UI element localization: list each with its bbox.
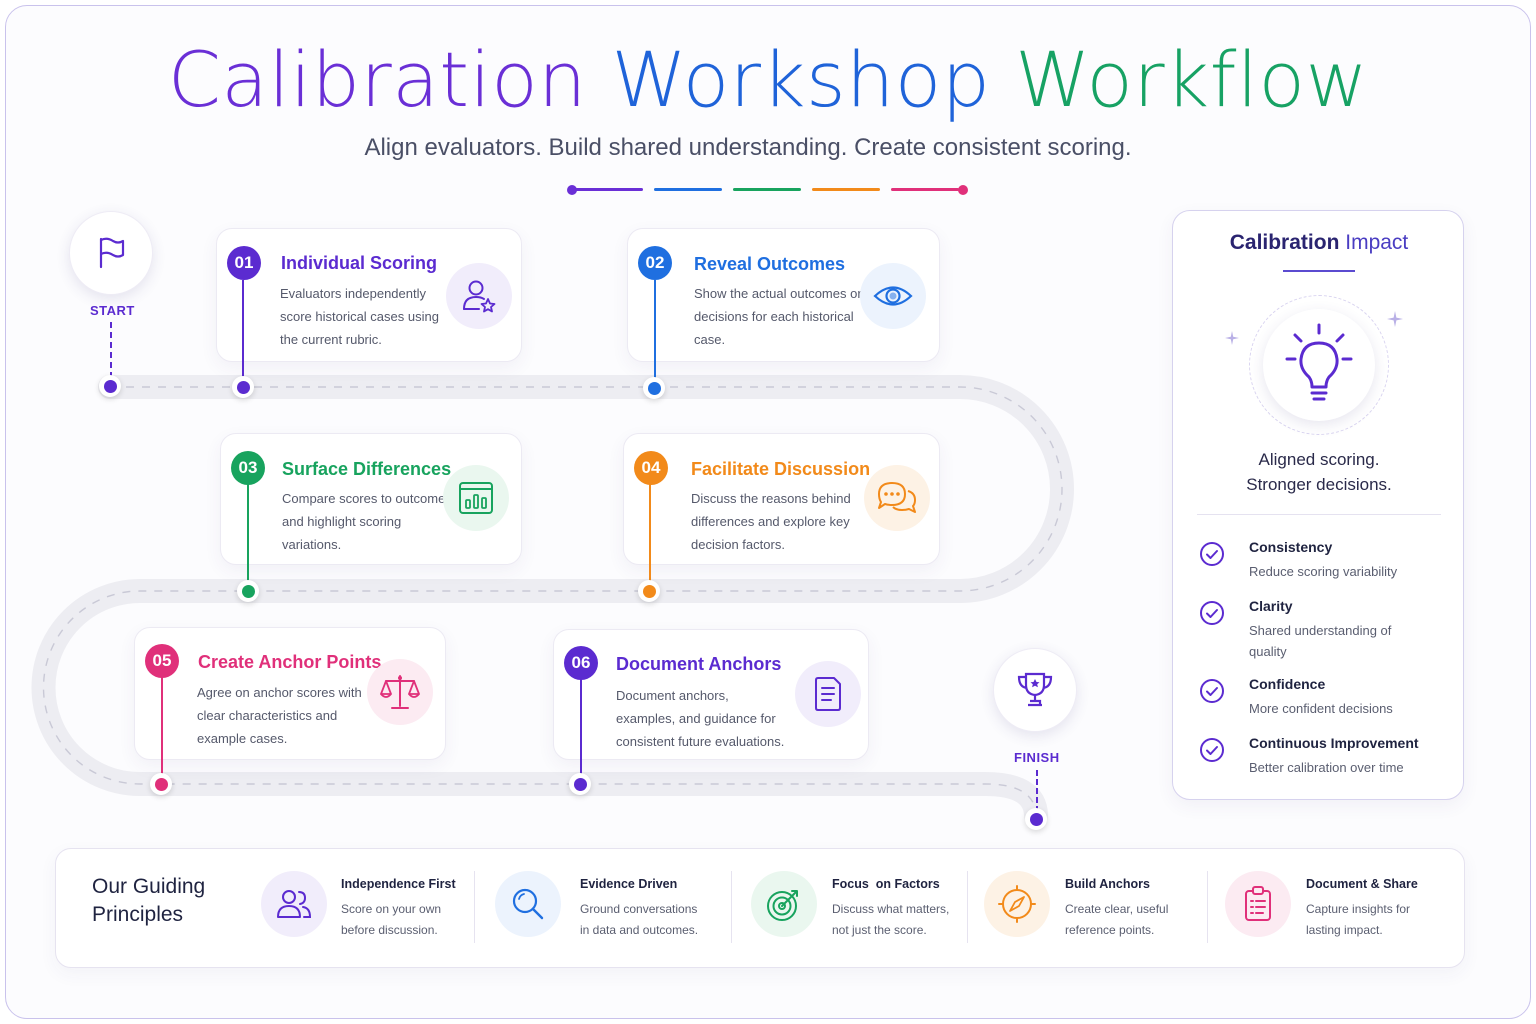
step-card-01: 01 Individual Scoring Evaluators indepen… [216,228,522,362]
guiding-principles-panel: Our Guiding Principles Independence Firs… [55,848,1465,968]
principle-item: Build Anchors Create clear, useful refer… [984,869,1214,949]
title-word-workshop: Workshop [611,35,991,124]
step-description: Agree on anchor scores with clear charac… [197,685,362,746]
check-circle-icon [1200,601,1224,625]
impact-tagline: Aligned scoring. Stronger decisions. [1246,450,1392,494]
principles-heading: Our Guiding Principles [92,875,206,926]
start-marker [69,211,153,295]
step-title: Facilitate Discussion [691,459,871,479]
calibration-impact-panel: Calibration Impact Aligned scoring. Stro… [1172,210,1464,800]
scale-icon [380,675,420,709]
finish-marker [993,648,1077,732]
step-card-02: 02 Reveal Outcomes Show the actual outco… [627,228,940,362]
check-circle-icon [1200,738,1224,762]
principle-item: Document & Share Capture insights for la… [1225,869,1445,949]
page-subtitle: Align evaluators. Build shared understan… [364,134,1132,161]
step-node-02 [643,377,665,399]
step-node-04 [638,580,660,602]
step-number-badge: 04 [634,451,668,485]
step-title: Document Anchors [616,654,782,674]
eye-icon [873,286,913,306]
step-description: Compare scores to outcomes and highlight… [282,491,452,552]
step-description: Discuss the reasons behind differences a… [691,491,851,552]
step-description: Document anchors, examples, and guidance… [616,688,785,749]
step-number-badge: 03 [231,451,265,485]
compass-icon [998,885,1036,923]
impact-icon-circle [1263,309,1375,421]
step-card-04: 04 Facilitate Discussion Discuss the rea… [623,433,940,565]
step-card-03: 03 Surface Differences Compare scores to… [220,433,522,565]
step-icon-circle [446,263,512,329]
step-node-06 [569,773,591,795]
sparkle-icon [1225,331,1239,345]
target-icon [767,890,798,921]
title-word-calibration: Calibration [167,35,587,124]
principle-item: Independence First Score on your own bef… [261,869,471,949]
step-number-badge: 01 [227,246,261,280]
start-node [99,375,121,397]
step-icon-circle [860,263,926,329]
finish-node [1025,808,1047,830]
step-title: Reveal Outcomes [694,254,846,274]
trophy-icon [1017,672,1053,707]
step-title: Create Anchor Points [198,652,382,672]
step-icon-circle [864,465,930,531]
step-node-05 [150,773,172,795]
clipboard-icon [1245,886,1271,921]
benefit-item: Confidence More confident decisions [1199,676,1449,726]
step-title: Individual Scoring [281,253,438,273]
finish-label: FINISH [1014,750,1060,765]
flag-icon [99,237,125,269]
step-card-06: 06 Document Anchors Document anchors, ex… [553,629,869,760]
principle-icon-circle [261,871,327,937]
step-icon-circle [795,661,861,727]
benefit-item: Continuous Improvement Better calibratio… [1199,735,1449,785]
principle-item: Focus on Factors Discuss what matters, n… [751,869,971,949]
step-number-badge: 06 [564,646,598,680]
step-card-05: 05 Create Anchor Points Agree on anchor … [134,627,446,760]
sparkle-icon [1387,311,1403,327]
step-number-badge: 02 [638,246,672,280]
step-node-01 [232,376,254,398]
bar-chart-icon [459,482,493,514]
users-icon [277,890,312,918]
user-star-icon [463,280,496,313]
step-icon-circle [443,465,509,531]
principle-icon-circle [751,871,817,937]
chat-bubbles-icon [878,482,916,513]
step-node-03 [237,580,259,602]
principle-icon-circle [1225,871,1291,937]
impact-title: Calibration Impact [1229,231,1409,254]
page-title: Calibration Workshop Workflow [0,42,1536,118]
document-icon [815,677,841,711]
principle-icon-circle [495,871,561,937]
step-title: Surface Differences [282,459,452,479]
step-number-badge: 05 [145,644,179,678]
step-description: Evaluators independently score historica… [280,286,439,347]
search-icon [512,888,544,920]
principle-item: Evidence Driven Ground conversations in … [495,869,715,949]
title-word-workflow: Workflow [1015,35,1369,124]
principle-icon-circle [984,871,1050,937]
start-label: START [90,303,135,318]
check-circle-icon [1200,679,1224,703]
lightbulb-icon [1285,323,1353,401]
step-icon-circle [367,659,433,725]
step-description: Show the actual outcomes or decisions fo… [694,286,862,347]
check-circle-icon [1200,542,1224,566]
benefit-item: Consistency Reduce scoring variability [1199,539,1449,589]
benefit-item: Clarity Shared understanding of quality [1199,598,1449,662]
